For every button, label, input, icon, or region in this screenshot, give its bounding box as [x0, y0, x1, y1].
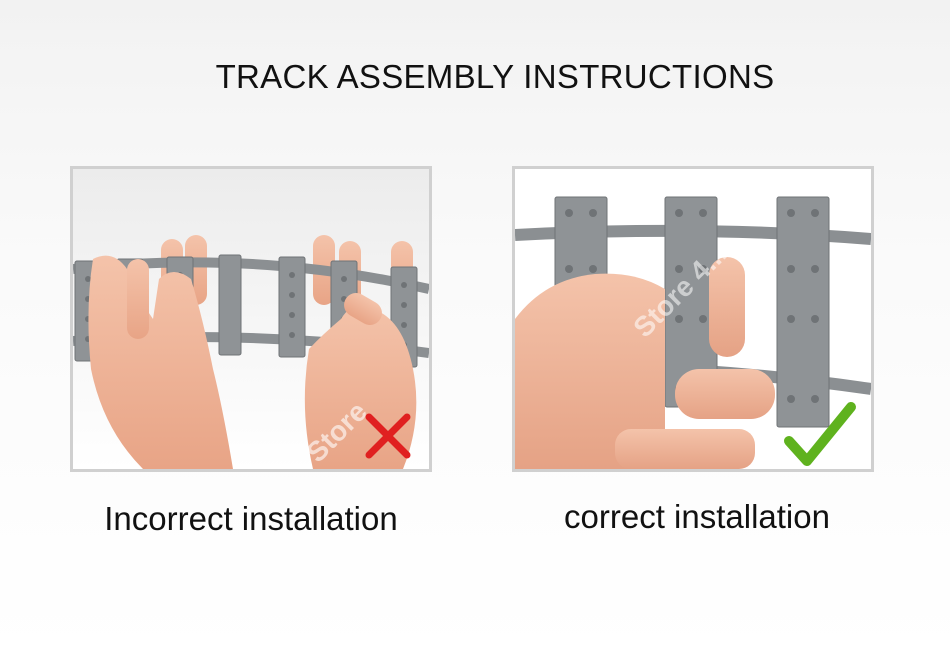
right-hand: [304, 293, 417, 469]
cross-icon: [365, 413, 411, 459]
incorrect-installation-caption: Incorrect installation: [104, 500, 398, 537]
correct-installation-photo: Store 4...: [512, 166, 874, 472]
left-hand: [88, 255, 233, 469]
check-icon: [784, 402, 856, 466]
correct-installation-caption: correct installation: [564, 498, 830, 535]
hand: [515, 257, 775, 469]
page-title: TRACK ASSEMBLY INSTRUCTIONS: [215, 58, 775, 95]
incorrect-installation-photo: Store: [70, 166, 432, 472]
